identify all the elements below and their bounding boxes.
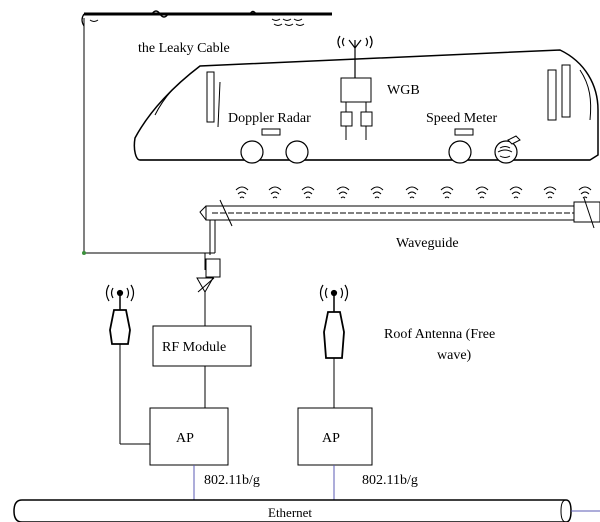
roof-antenna-right bbox=[319, 284, 349, 408]
rf-module-label: RF Module bbox=[162, 340, 226, 355]
leaky-cable bbox=[81, 10, 332, 27]
junction-dot bbox=[82, 251, 86, 255]
ap-right-box bbox=[297, 407, 373, 466]
waveguide-emission-icons bbox=[235, 186, 592, 199]
train-rear-line bbox=[579, 69, 592, 121]
splitter-box bbox=[205, 258, 221, 278]
wheel bbox=[285, 140, 309, 164]
splitter bbox=[196, 253, 221, 326]
speed-meter-label: Speed Meter bbox=[426, 111, 497, 126]
leaky-cable-label: the Leaky Cable bbox=[138, 41, 230, 56]
ap-right-label: AP bbox=[322, 431, 340, 446]
train-nose-line bbox=[154, 89, 173, 116]
wgb-box bbox=[340, 77, 372, 103]
wgb-module-right bbox=[360, 111, 373, 127]
ap-left-label: AP bbox=[176, 431, 194, 446]
wheel bbox=[494, 140, 518, 164]
roof-antenna-left bbox=[105, 284, 150, 445]
antenna-signal-icon bbox=[105, 284, 135, 302]
roof-antenna-label-line2: wave) bbox=[437, 348, 472, 363]
doppler-radar-sensor bbox=[261, 128, 281, 136]
rf-module-box bbox=[152, 325, 252, 367]
train-front-window-left-b bbox=[217, 81, 221, 128]
wheel bbox=[448, 140, 472, 164]
wheel bbox=[240, 140, 264, 164]
train-rear-window-b bbox=[561, 64, 571, 118]
doppler-radar-label: Doppler Radar bbox=[228, 111, 311, 126]
amplifier-icon bbox=[196, 277, 214, 294]
wgb-unit: WGB bbox=[337, 35, 420, 140]
train-body bbox=[133, 49, 599, 161]
roof-antenna-label-line1: Roof Antenna (Free bbox=[384, 327, 495, 342]
antenna-icon bbox=[337, 35, 373, 78]
link-left-label: 802.11b/g bbox=[204, 473, 260, 488]
ethernet-bus bbox=[13, 499, 600, 522]
train bbox=[133, 49, 599, 164]
speed-sensor-icon bbox=[497, 135, 521, 158]
waveguide bbox=[199, 197, 600, 255]
train-front-window-left bbox=[206, 71, 215, 123]
waveguide-label: Waveguide bbox=[396, 236, 459, 251]
antenna-signal-icon bbox=[319, 284, 349, 302]
link-right-label: 802.11b/g bbox=[362, 473, 418, 488]
wgb-label: WGB bbox=[387, 83, 420, 98]
speed-meter-sensor bbox=[454, 128, 474, 136]
train-rear-window-a bbox=[547, 69, 557, 121]
ethernet-label: Ethernet bbox=[268, 505, 312, 520]
wgb-module-left bbox=[340, 111, 353, 127]
leaky-cable-emission-icon bbox=[271, 18, 305, 26]
ap-left-box bbox=[149, 407, 229, 466]
